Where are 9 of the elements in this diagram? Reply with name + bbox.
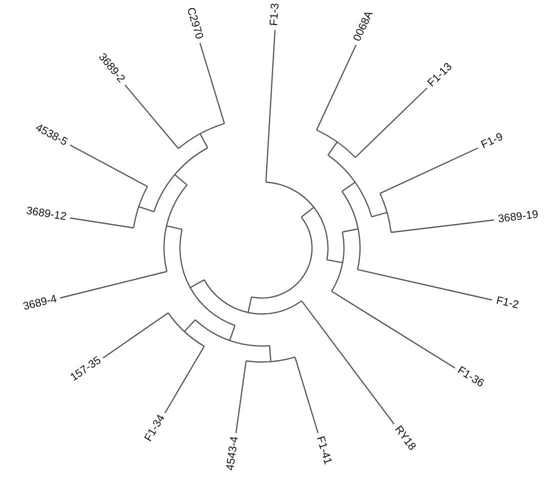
leaf-label: F1-9 — [479, 132, 504, 152]
leaf-label: C2970 — [184, 6, 204, 41]
leaf-label: F1-3 — [270, 2, 282, 26]
leaf-label: 3689-19 — [497, 209, 539, 225]
leaf-label: F1-2 — [494, 296, 520, 312]
leaf-label: 3689-4 — [22, 294, 58, 312]
leaf-label: 4543-4 — [225, 436, 242, 472]
leaf-label: F1-41 — [314, 435, 333, 466]
leaf-label: 3689-12 — [26, 206, 68, 223]
